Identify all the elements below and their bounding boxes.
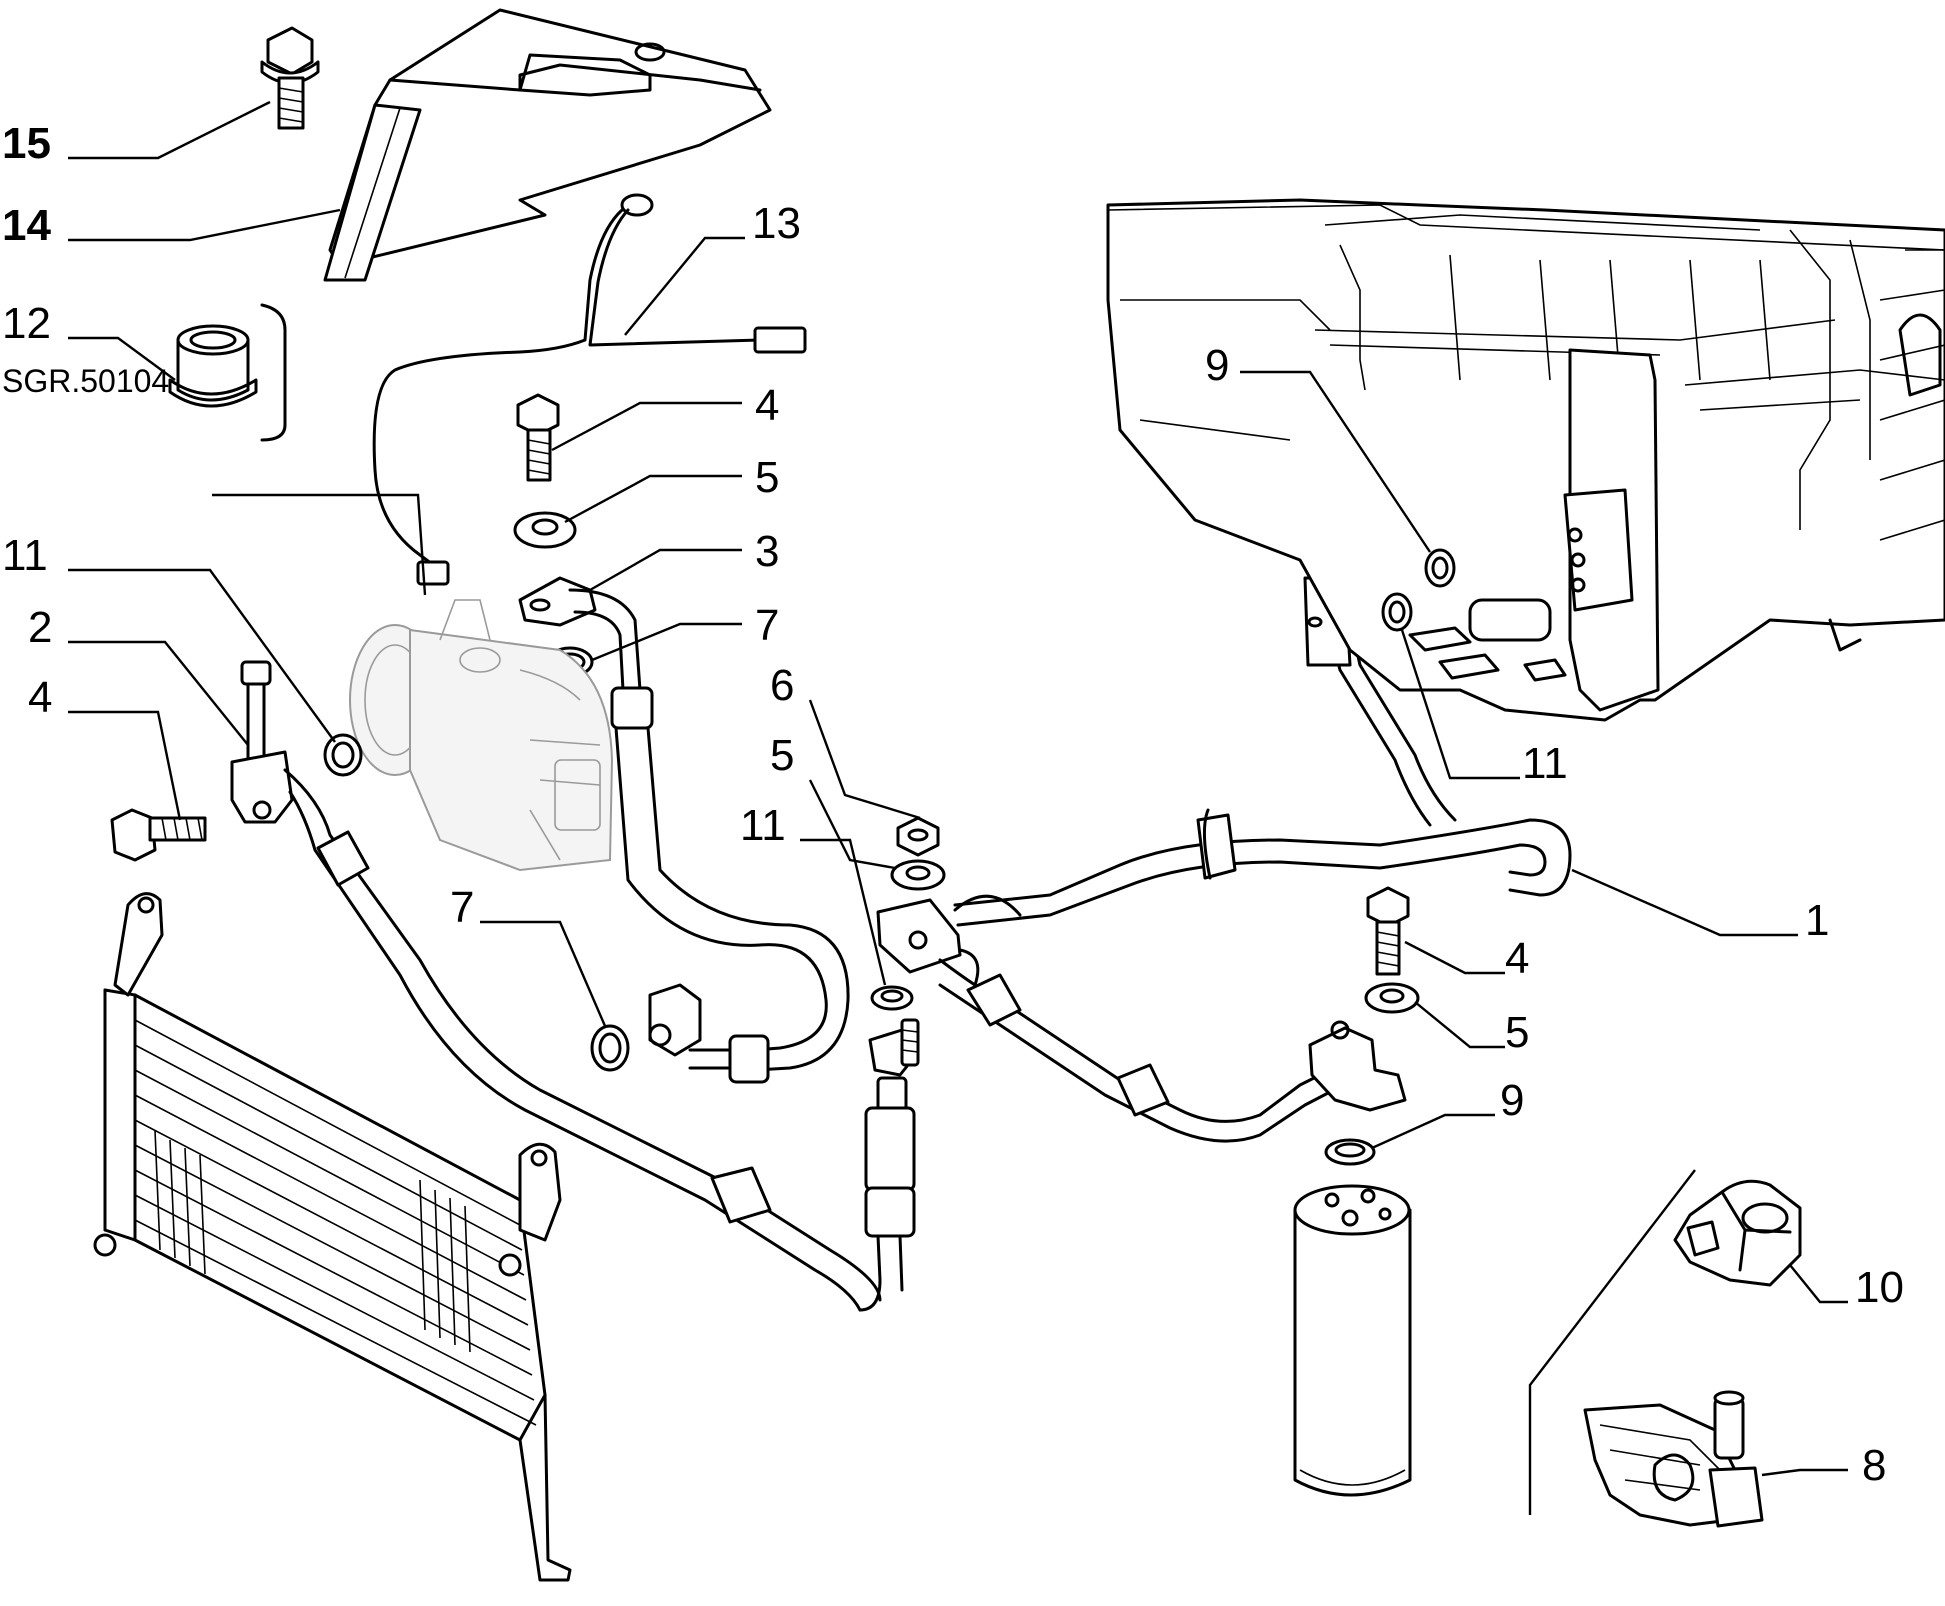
- callout-1: 1: [1805, 896, 1829, 945]
- bolt-4-left: [110, 808, 207, 862]
- callout-9-upper: 9: [1205, 341, 1229, 390]
- callout-11-right: 11: [1522, 739, 1568, 788]
- clip-10: [1673, 1179, 1802, 1287]
- callout-12: 12: [2, 299, 51, 348]
- oring-9-upper: [1424, 548, 1456, 588]
- callout-5-upper: 5: [755, 453, 779, 502]
- callout-7-upper: 7: [755, 601, 779, 650]
- callout-6: 6: [770, 661, 794, 710]
- bracket-14: [323, 8, 772, 282]
- leader-lines: [68, 100, 1848, 1477]
- callout-8: 8: [1862, 1441, 1886, 1490]
- nut-6: [896, 816, 940, 857]
- callout-5-center: 5: [770, 731, 794, 780]
- callout-4-left: 4: [28, 673, 52, 722]
- hose-3-loop: [610, 686, 850, 1084]
- callout-4-right: 4: [1505, 934, 1529, 983]
- pipe-dryer-link: [858, 1018, 920, 1312]
- callout-11-center: 11: [740, 801, 786, 850]
- washer-5-upper: [513, 511, 577, 549]
- oring-11-right: [1381, 592, 1413, 632]
- detail-divider: [1528, 1169, 1696, 1515]
- group-code: SGR.50104: [2, 363, 169, 399]
- callout-13: 13: [752, 199, 801, 248]
- callout-14: 14: [2, 201, 51, 250]
- oring-7-lower: [590, 1024, 630, 1072]
- condenser: [93, 892, 572, 1582]
- callout-3: 3: [755, 527, 779, 576]
- oring-11-compressor: [323, 733, 363, 777]
- callout-9-lower: 9: [1500, 1076, 1524, 1125]
- clip-8: [1583, 1390, 1764, 1528]
- bushing-12: [168, 303, 287, 442]
- callout-labels: 15 14 12 13 4 5 3 7 SGR.50104 11 2 4 6 5…: [2, 119, 1904, 1490]
- oring-9-lower: [1324, 1138, 1376, 1166]
- callout-7-lower: 7: [450, 883, 474, 932]
- receiver-dryer: [1293, 1184, 1412, 1497]
- evaporator-housing: [1106, 198, 1945, 722]
- callout-10: 10: [1855, 1263, 1904, 1312]
- pipe-3: [518, 576, 642, 692]
- compressor: [349, 599, 614, 872]
- bolt-4-upper: [516, 393, 560, 482]
- washer-5-right: [1364, 982, 1420, 1014]
- bolt-4-right: [1366, 886, 1410, 976]
- callout-4-upper: 4: [755, 381, 779, 430]
- callout-15: 15: [2, 119, 51, 168]
- pipe-2: [230, 660, 882, 1312]
- callout-11-left: 11: [2, 531, 48, 580]
- washer-5-center: [890, 859, 946, 891]
- callout-2: 2: [28, 603, 52, 652]
- harness-13: [372, 193, 807, 586]
- callout-5-right: 5: [1505, 1008, 1529, 1057]
- bolt-15: [260, 26, 320, 130]
- oring-11-center: [870, 985, 914, 1011]
